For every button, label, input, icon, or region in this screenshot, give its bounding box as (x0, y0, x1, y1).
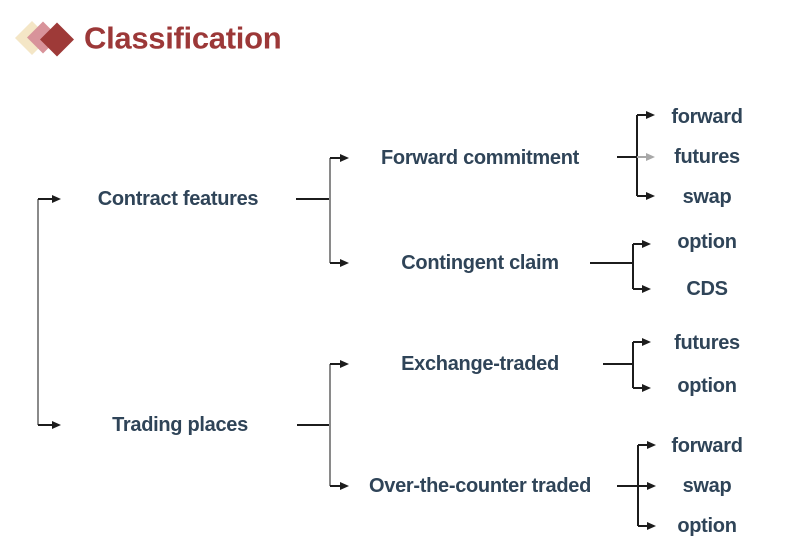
connector-trading-places (297, 360, 349, 490)
leaf-futures-2: futures (674, 332, 740, 354)
leaf-option-1: option (677, 231, 737, 253)
page-title: Classification (84, 20, 282, 56)
leaf-cds: CDS (686, 278, 728, 300)
leaf-swap-1: swap (682, 186, 732, 208)
leaf-option-2: option (677, 375, 737, 397)
node-contract-features: Contract features (97, 188, 259, 210)
node-otc-traded: Over-the-counter traded (368, 475, 592, 497)
node-trading-places: Trading places (112, 414, 248, 436)
connector-contract-features (296, 154, 349, 267)
leaf-swap-2: swap (682, 475, 732, 497)
leaf-futures-1: futures (674, 146, 740, 168)
connector-otc-traded (617, 441, 656, 530)
leaf-option-3: option (677, 515, 737, 537)
connector-contingent-claim (590, 240, 651, 293)
node-exchange-traded: Exchange-traded (401, 353, 559, 375)
diamonds-icon (15, 21, 74, 57)
connector-forward-commitment (617, 111, 655, 200)
leaf-forward-2: forward (671, 435, 743, 457)
leaf-forward-1: forward (671, 106, 743, 128)
node-forward-commitment: Forward commitment (381, 147, 579, 169)
node-contingent-claim: Contingent claim (401, 252, 559, 274)
connector-root (37, 195, 61, 429)
connector-exchange-traded (603, 338, 651, 392)
